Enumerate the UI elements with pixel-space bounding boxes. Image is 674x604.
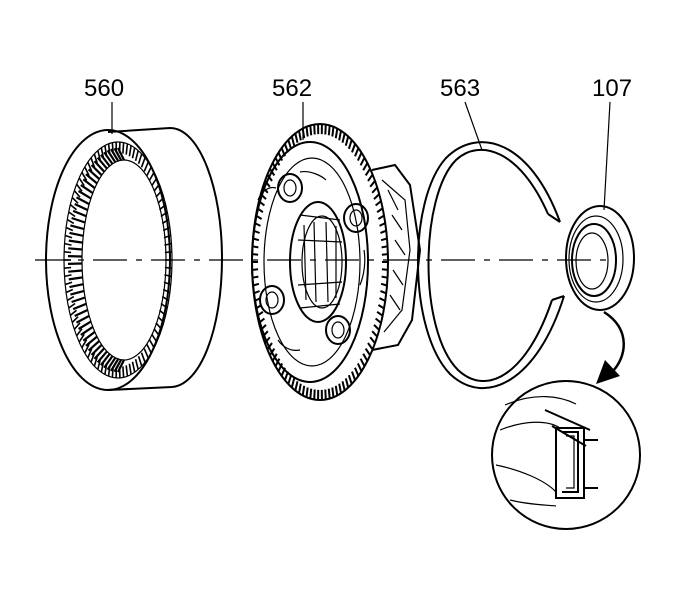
callout-107: 107 [592,75,632,102]
callout-563: 563 [440,75,480,102]
ring-gear-560 [45,126,224,391]
leader-563 [464,101,483,151]
ring-gear-teeth [64,142,172,378]
pinion-boss [343,203,369,233]
carrier-562 [251,123,422,401]
detail-arrow [596,310,625,384]
callout-560: 560 [84,75,124,102]
snap-ring-563 [417,141,565,390]
pinion-boss [259,285,285,315]
seal-detail-view [491,380,641,530]
ring-gear-splines [67,147,125,373]
pinion-boss [325,315,351,345]
callout-562: 562 [272,75,312,102]
leader-107 [603,101,611,211]
seal-107 [565,205,635,311]
pinion-boss [277,173,303,203]
